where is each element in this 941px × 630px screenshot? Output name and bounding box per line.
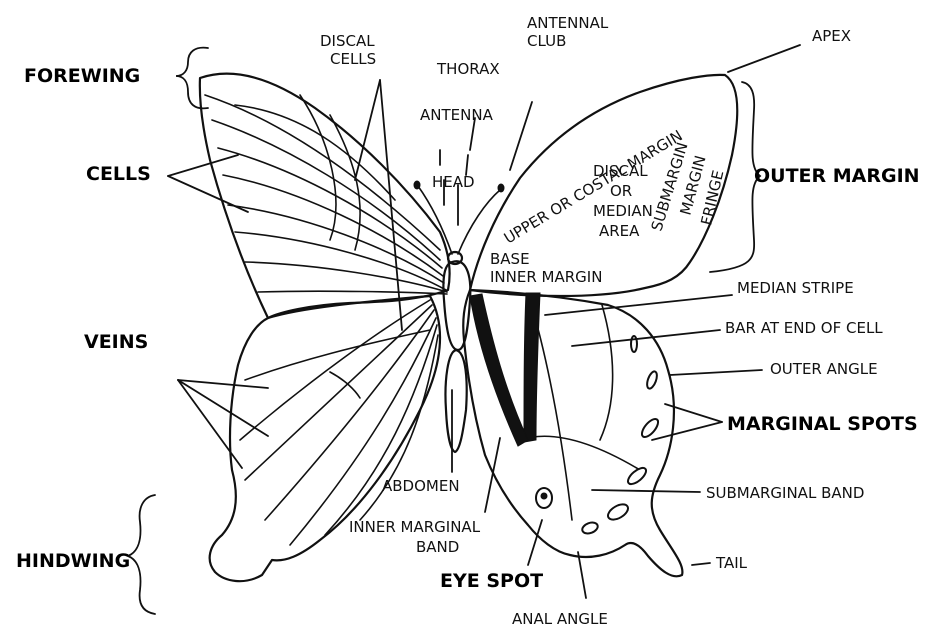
label-eye-spot: EYE SPOT: [440, 570, 543, 592]
label-discal-cells-1: DISCAL: [320, 32, 375, 50]
hindwing-brace: [128, 495, 155, 614]
label-bar-end-cell: BAR AT END OF CELL: [725, 319, 883, 337]
left-hindwing: [210, 296, 440, 581]
right-hindwing: [463, 290, 682, 576]
label-inner-marginal-band-1: INNER MARGINAL: [349, 518, 481, 536]
abdomen-shape: [445, 350, 466, 452]
label-antennal-club-2: CLUB: [527, 32, 566, 50]
label-base: BASE: [490, 250, 530, 268]
label-antenna: ANTENNA: [420, 106, 494, 124]
label-cells: CELLS: [86, 163, 151, 185]
label-marginal-spots: MARGINAL SPOTS: [727, 413, 918, 435]
label-submarginal-band: SUBMARGINAL BAND: [706, 484, 864, 502]
inner-marginal-band-shape: [470, 294, 528, 446]
left-forewing: [200, 74, 450, 318]
label-discal-cells-2: CELLS: [330, 50, 376, 68]
label-inner-margin: INNER MARGIN: [490, 268, 602, 286]
label-anal-angle: ANAL ANGLE: [512, 610, 608, 628]
marginal-spot-1: [645, 370, 659, 390]
label-hindwing: HINDWING: [16, 550, 130, 572]
label-inner-marginal-band-2: BAND: [416, 538, 459, 556]
label-thorax: THORAX: [436, 60, 500, 78]
label-discal-area-4: AREA: [599, 222, 640, 240]
marginal-spot-5: [581, 521, 599, 536]
median-stripe-band: [524, 293, 540, 442]
marginal-spot-4: [605, 501, 630, 522]
label-apex: APEX: [812, 27, 851, 45]
label-veins: VEINS: [84, 331, 148, 353]
label-discal-area-2: OR: [610, 182, 632, 200]
butterfly-body: [414, 181, 504, 452]
label-abdomen: ABDOMEN: [382, 477, 460, 495]
marginal-spot-2: [639, 416, 661, 439]
label-head: HEAD: [432, 173, 475, 191]
label-antennal-club-1: ANTENNAL: [527, 14, 609, 32]
label-discal-area-3: MEDIAN: [593, 202, 653, 220]
label-tail: TAIL: [715, 554, 748, 572]
label-discal-area-1: DISCAL: [593, 162, 648, 180]
label-forewing: FOREWING: [24, 65, 140, 87]
label-median-stripe: MEDIAN STRIPE: [737, 279, 854, 297]
label-outer-margin: OUTER MARGIN: [754, 165, 920, 187]
label-outer-angle: OUTER ANGLE: [770, 360, 878, 378]
